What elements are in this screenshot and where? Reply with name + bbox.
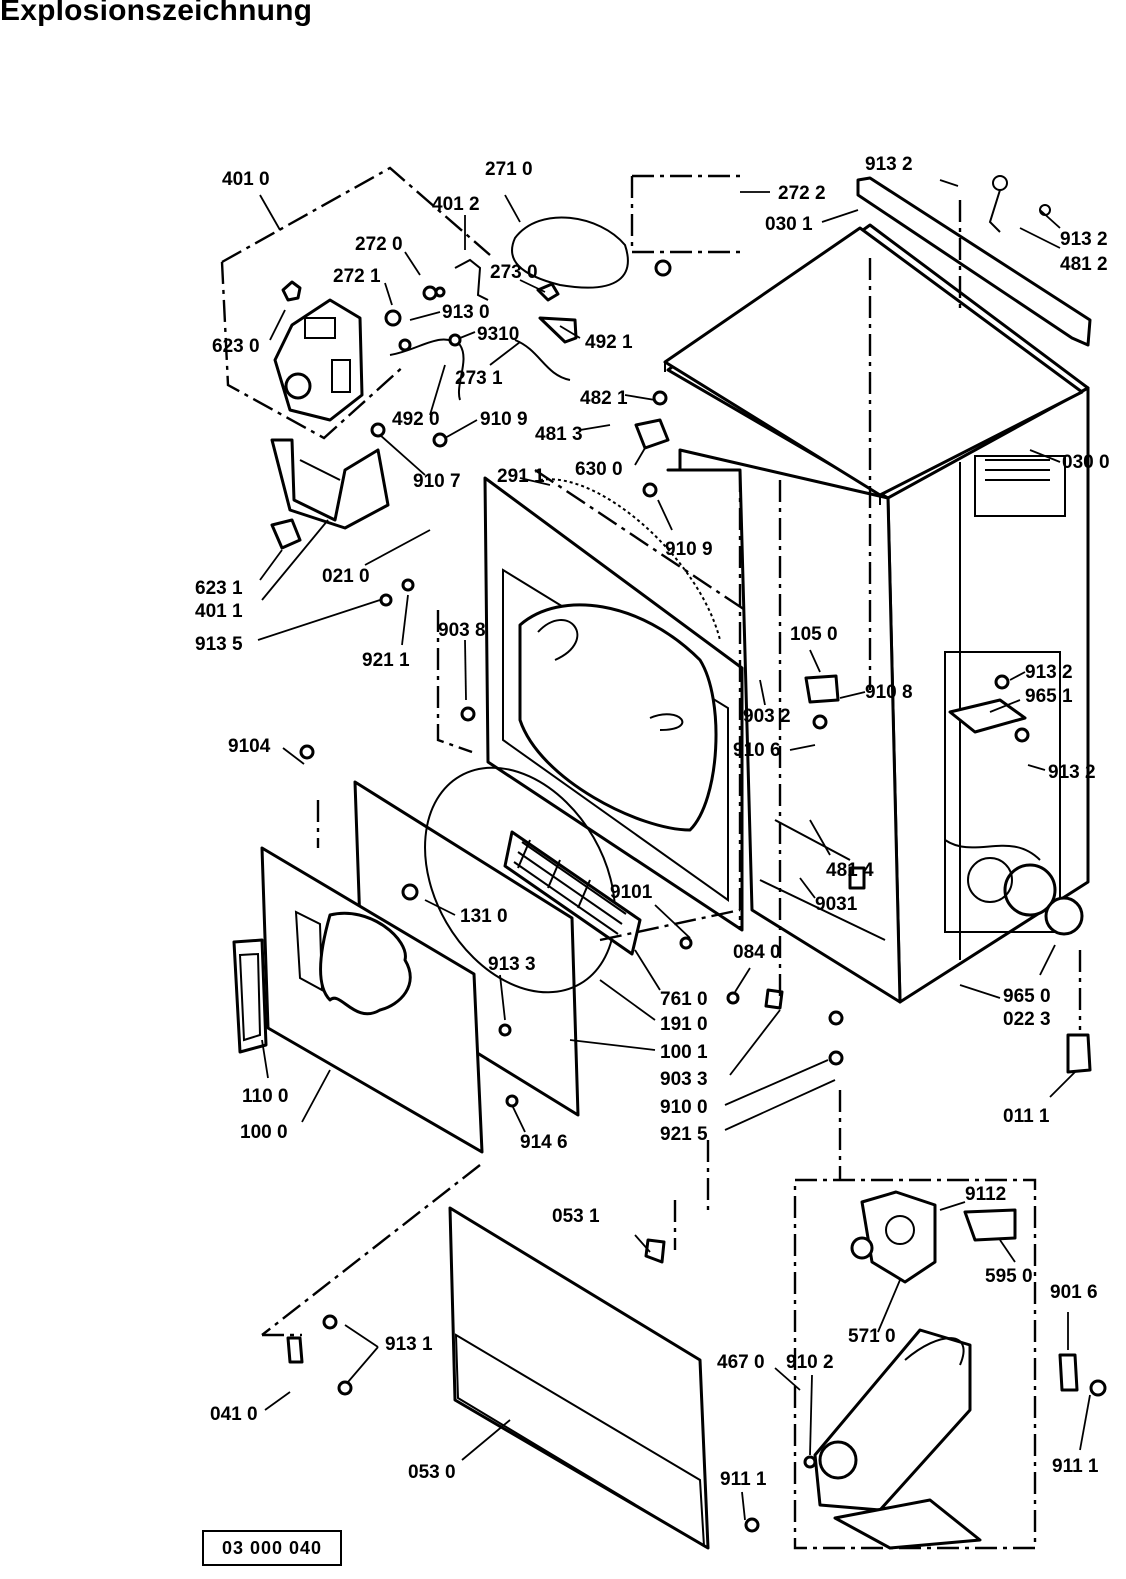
label-9132-right: 913 2 bbox=[1060, 229, 1108, 250]
label-4921: 492 1 bbox=[585, 332, 633, 353]
label-9310: 9310 bbox=[477, 324, 519, 345]
label-9146: 914 6 bbox=[520, 1132, 568, 1153]
label-7610: 761 0 bbox=[660, 989, 708, 1010]
label-9101: 9101 bbox=[610, 882, 653, 903]
filter-grid bbox=[513, 839, 627, 935]
label-4920: 492 0 bbox=[392, 409, 440, 430]
bracket-assembly bbox=[270, 438, 390, 550]
label-0210: 021 0 bbox=[322, 566, 370, 587]
label-0531: 053 1 bbox=[552, 1206, 600, 1227]
label-9111-right: 911 1 bbox=[1052, 1456, 1099, 1477]
label-2730: 273 0 bbox=[490, 262, 538, 283]
label-2721: 272 1 bbox=[333, 266, 381, 287]
label-4670: 467 0 bbox=[717, 1352, 765, 1373]
label-9109-mid: 910 9 bbox=[665, 539, 713, 560]
label-9130: 913 0 bbox=[442, 302, 490, 323]
label-9132-top: 913 2 bbox=[865, 154, 913, 175]
page-title: Explosionszeichnung bbox=[0, 0, 313, 27]
label-1050: 105 0 bbox=[790, 624, 838, 645]
label-4813: 481 3 bbox=[535, 424, 583, 445]
label-9211: 921 1 bbox=[362, 650, 410, 671]
label-6230: 623 0 bbox=[212, 336, 260, 357]
label-5950: 595 0 bbox=[985, 1266, 1033, 1287]
label-0410: 041 0 bbox=[210, 1404, 258, 1425]
kick-panel bbox=[448, 1206, 710, 1550]
label-4814: 481 4 bbox=[826, 860, 874, 881]
label-9031: 9031 bbox=[815, 894, 858, 915]
front-panel bbox=[436, 469, 746, 932]
label-9106: 910 6 bbox=[733, 740, 781, 761]
label-9016: 901 6 bbox=[1050, 1282, 1098, 1303]
rear-rail bbox=[856, 175, 1092, 347]
label-0530: 053 0 bbox=[408, 1462, 456, 1483]
label-9131: 913 1 bbox=[385, 1334, 433, 1355]
part-labels: 401 0 271 0 272 2 913 2 030 1 401 2 272 … bbox=[195, 154, 1110, 1490]
label-6300: 630 0 bbox=[575, 459, 623, 480]
label-9132-low: 913 2 bbox=[1048, 762, 1096, 783]
label-9109-top: 910 9 bbox=[480, 409, 528, 430]
timer-assembly bbox=[220, 166, 491, 440]
label-0301: 030 1 bbox=[765, 214, 813, 235]
label-9132-mid: 913 2 bbox=[1025, 662, 1073, 683]
label-9100: 910 0 bbox=[660, 1097, 708, 1118]
label-9111-left: 911 1 bbox=[720, 1469, 767, 1490]
label-9032: 903 2 bbox=[743, 706, 791, 727]
label-4012: 401 2 bbox=[432, 194, 480, 215]
reference-code-box: 03 000 040 bbox=[202, 1530, 342, 1566]
label-0300: 030 0 bbox=[1062, 452, 1110, 473]
label-2731: 273 1 bbox=[455, 368, 503, 389]
label-9038: 903 8 bbox=[438, 620, 486, 641]
label-1001: 100 1 bbox=[660, 1042, 708, 1063]
label-0223: 022 3 bbox=[1003, 1009, 1051, 1030]
label-9108: 910 8 bbox=[865, 682, 913, 703]
label-6231: 623 1 bbox=[195, 578, 243, 599]
label-1910: 191 0 bbox=[660, 1014, 708, 1035]
label-2722: 272 2 bbox=[778, 183, 826, 204]
label-9135: 913 5 bbox=[195, 634, 243, 655]
label-4812: 481 2 bbox=[1060, 254, 1108, 275]
label-1100: 110 0 bbox=[242, 1086, 289, 1107]
door-assembly bbox=[232, 766, 642, 1154]
label-4010: 401 0 bbox=[222, 169, 270, 190]
label-2720: 272 0 bbox=[355, 234, 403, 255]
label-9651: 965 1 bbox=[1025, 686, 1073, 707]
small-parts-top bbox=[370, 174, 740, 448]
label-9033: 903 3 bbox=[660, 1069, 708, 1090]
label-9102: 910 2 bbox=[786, 1352, 834, 1373]
label-4011: 401 1 bbox=[195, 601, 243, 622]
label-2710: 271 0 bbox=[485, 159, 533, 180]
small-hardware bbox=[286, 390, 1107, 1533]
label-1310: 131 0 bbox=[460, 906, 508, 927]
burner-assembly bbox=[793, 1178, 1037, 1550]
label-9107: 910 7 bbox=[413, 471, 461, 492]
label-2911: 291 1 bbox=[497, 466, 545, 487]
label-9112: 9112 bbox=[965, 1184, 1006, 1205]
label-1000: 100 0 bbox=[240, 1122, 288, 1143]
leader-lines bbox=[257, 179, 1091, 1521]
label-9215: 921 5 bbox=[660, 1124, 708, 1145]
top-cover bbox=[663, 226, 1084, 505]
assembly-lines bbox=[261, 200, 1082, 1337]
label-4821: 482 1 bbox=[580, 388, 628, 409]
label-9104: 9104 bbox=[228, 736, 271, 757]
label-0840: 084 0 bbox=[733, 942, 781, 963]
label-5710: 571 0 bbox=[848, 1326, 896, 1347]
label-9133: 913 3 bbox=[488, 954, 536, 975]
label-9650: 965 0 bbox=[1003, 986, 1051, 1007]
label-0111: 011 1 bbox=[1003, 1106, 1050, 1127]
